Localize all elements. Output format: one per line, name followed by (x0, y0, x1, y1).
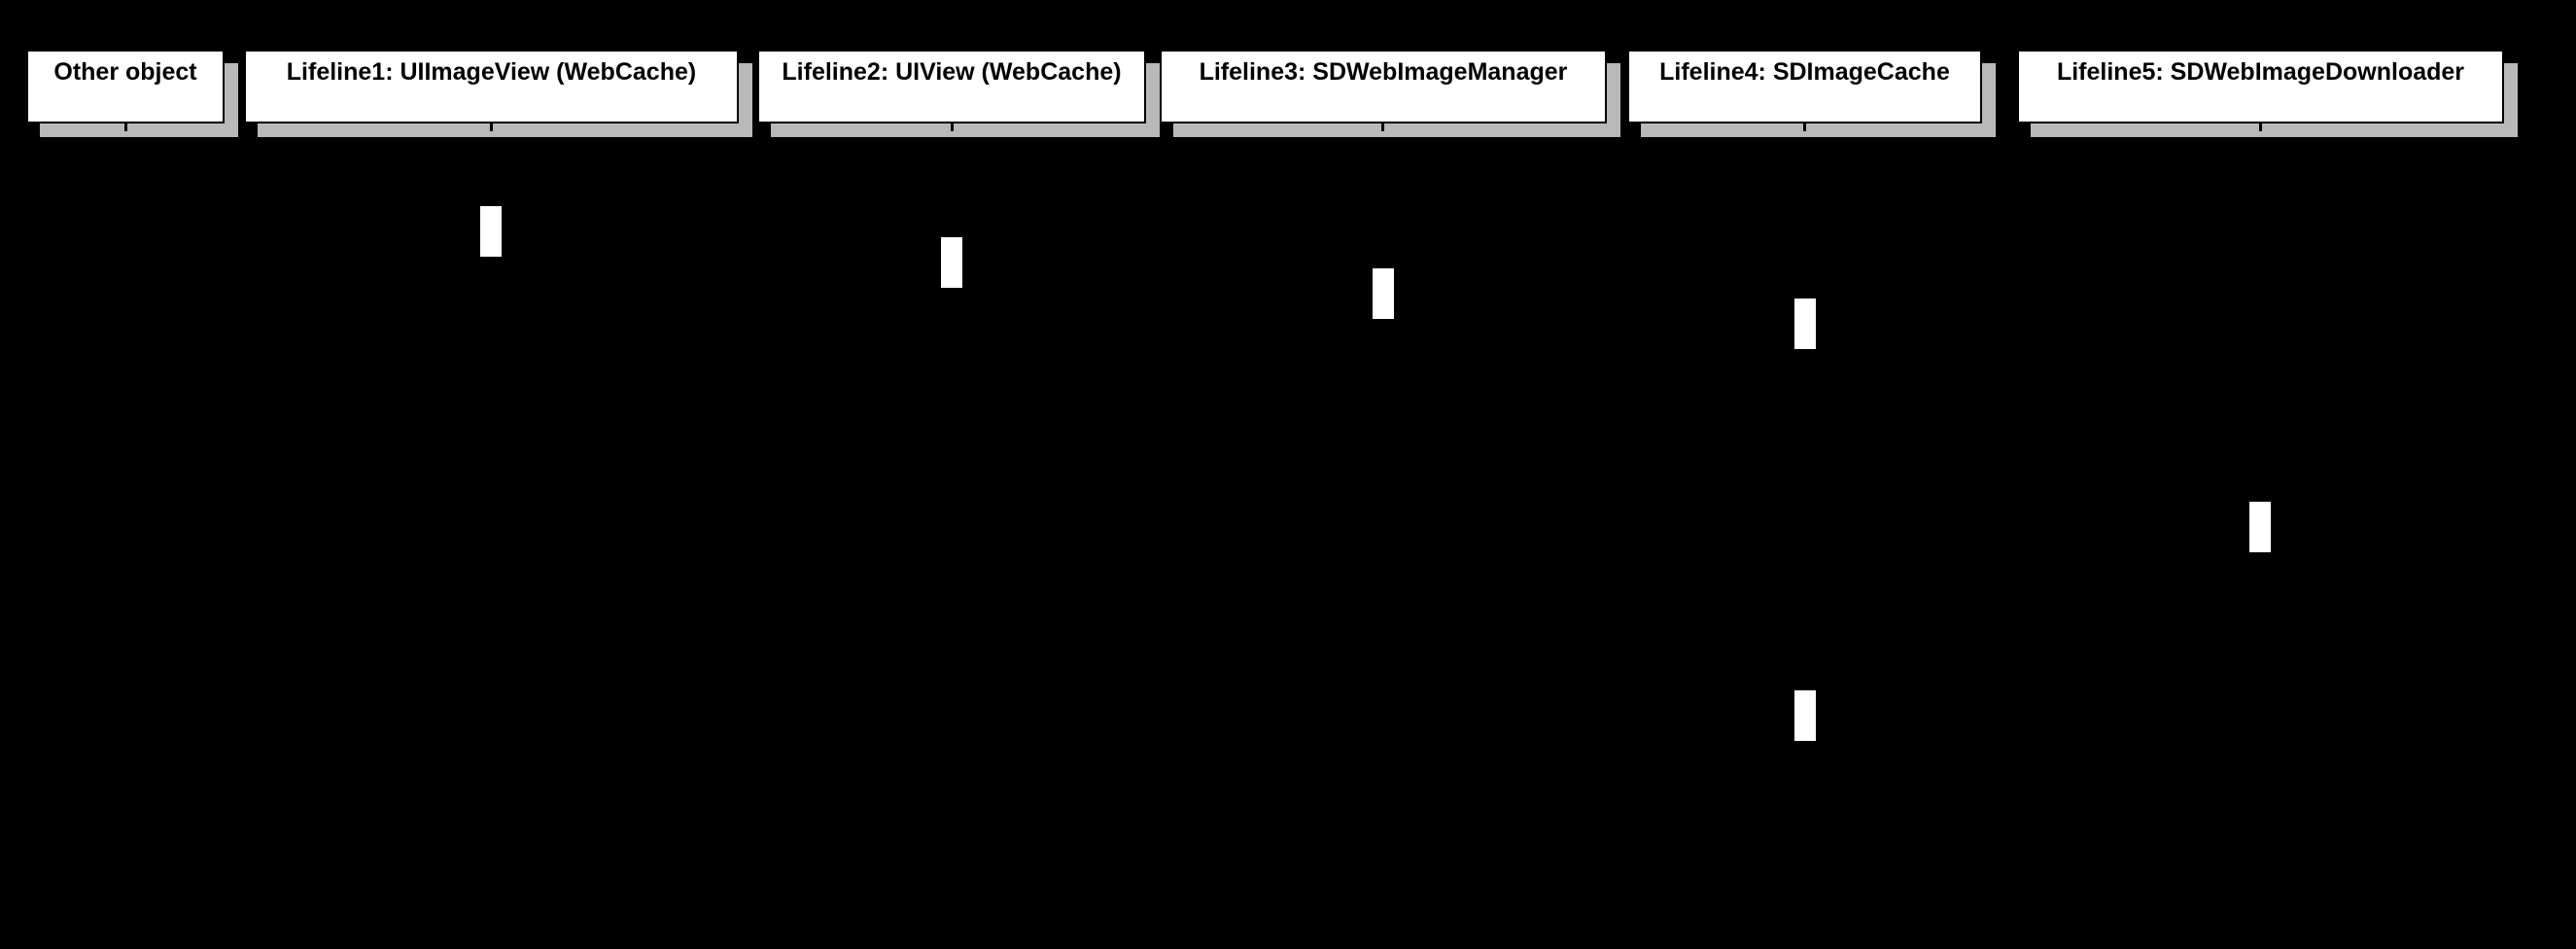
lifeline-head-other-object: Other object (26, 50, 225, 123)
activation-bar (1372, 267, 1395, 320)
activation-bar (479, 205, 503, 258)
lifeline-head-label: Lifeline3: SDWebImageManager (1199, 58, 1568, 86)
lifeline-start-tick (951, 123, 954, 131)
activation-bar (940, 236, 963, 289)
lifeline-start-tick (124, 123, 127, 131)
lifeline-head-lifeline2: Lifeline2: UIView (WebCache) (757, 50, 1146, 123)
lifeline-head-label: Lifeline5: SDWebImageDownloader (2056, 58, 2465, 86)
lifeline-start-tick (1803, 123, 1806, 131)
lifeline-head-lifeline4: Lifeline4: SDImageCache (1627, 50, 1982, 123)
lifeline-start-tick (490, 123, 493, 131)
lifeline-head-label: Lifeline2: UIView (WebCache) (782, 58, 1122, 86)
lifeline-head-lifeline1: Lifeline1: UIImageView (WebCache) (244, 50, 739, 123)
lifeline-head-lifeline3: Lifeline3: SDWebImageManager (1160, 50, 1607, 123)
lifeline-head-label: Lifeline4: SDImageCache (1659, 58, 1950, 86)
lifeline-start-tick (1381, 123, 1384, 131)
lifeline-start-tick (2259, 123, 2262, 131)
activation-bar (1793, 298, 1817, 350)
activation-bar (1793, 689, 1817, 742)
lifeline-head-label: Lifeline1: UIImageView (WebCache) (286, 58, 697, 86)
activation-bar (2248, 501, 2272, 553)
lifeline-head-label: Other object (53, 58, 197, 86)
lifeline-head-lifeline5: Lifeline5: SDWebImageDownloader (2017, 50, 2504, 123)
